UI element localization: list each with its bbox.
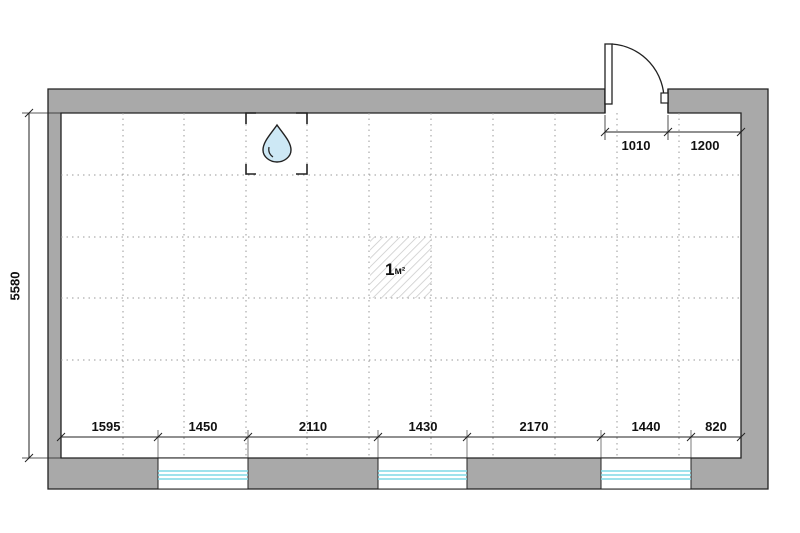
bottom-dimension-2: 1450 [189,419,218,434]
floor-grid [61,113,741,458]
area-sample-cell [370,237,432,298]
area-unit: м² [394,266,405,277]
bottom-dimension-line [56,430,746,458]
window-3 [600,457,692,490]
water-drop-icon [245,112,308,175]
door-dimension-2: 1200 [691,138,720,153]
bottom-dimension-3: 2110 [299,419,327,434]
height-dimension-line [22,108,61,463]
area-value: 1 [385,260,394,279]
door-dimension-1: 1010 [622,138,651,153]
height-dimension: 5580 [7,272,22,301]
bottom-dimension-6: 1440 [632,419,661,434]
bottom-dimension-1: 1595 [92,419,121,434]
window-2 [377,457,468,490]
door-swing-icon [604,43,669,105]
area-label: 1м² [385,260,406,279]
window-1 [157,457,249,490]
bottom-dimension-7: 820 [705,419,727,434]
door-dimension-line [600,115,746,140]
bottom-dimension-4: 1430 [409,419,438,434]
bottom-dimension-labels: 1595 1450 2110 1430 2170 1440 820 [92,419,727,434]
bottom-dimension-5: 2170 [520,419,549,434]
